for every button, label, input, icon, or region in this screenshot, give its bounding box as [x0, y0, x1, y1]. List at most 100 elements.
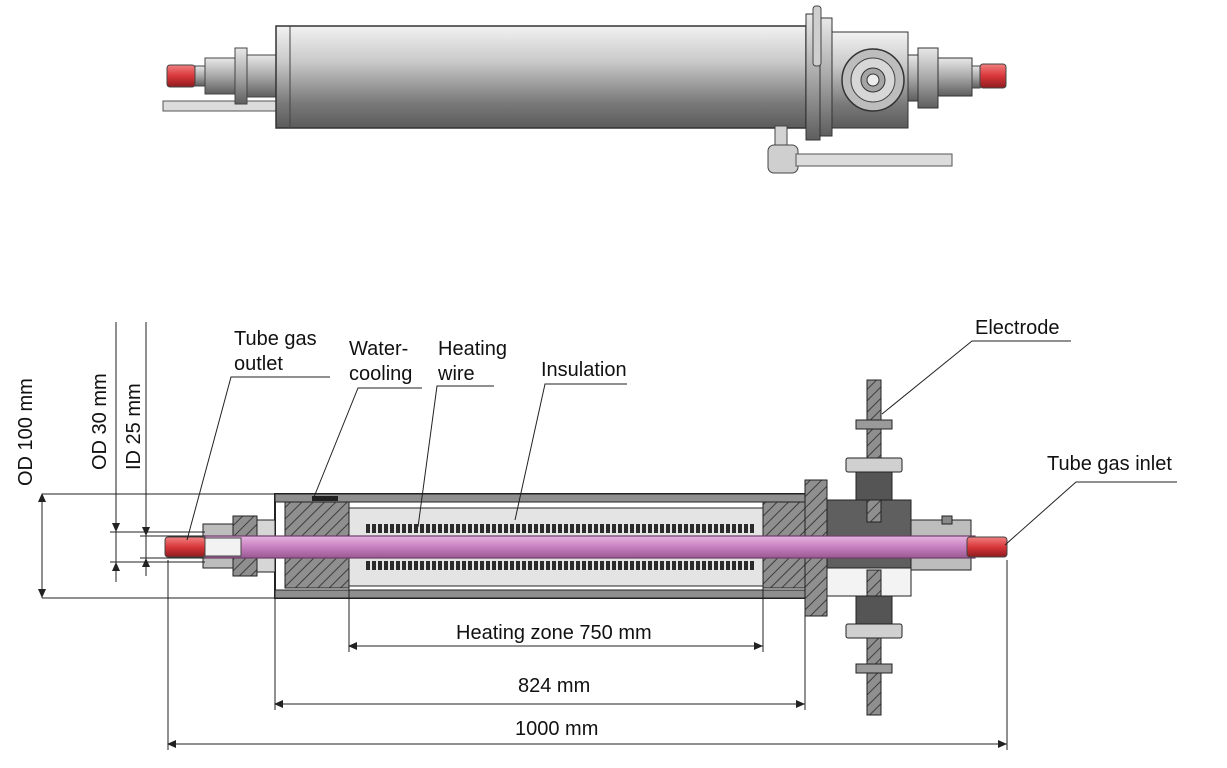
- heating-coil-turn: [528, 524, 532, 533]
- heating-coil-turn: [642, 561, 646, 570]
- heating-coil-turn: [606, 524, 610, 533]
- shell-wall-bottom: [274, 589, 808, 599]
- leader-tube-gas-inlet: [1004, 481, 1177, 546]
- heating-coil-turn: [426, 561, 430, 570]
- lower-electrode-rod: [866, 569, 882, 716]
- right-cap-flange: [917, 47, 939, 109]
- heating-coil-turn: [480, 561, 484, 570]
- heating-coil-turn: [660, 561, 664, 570]
- heating-coil-turn: [720, 561, 724, 570]
- heating-coil-turn: [516, 524, 520, 533]
- shell-wall-top: [274, 493, 808, 503]
- heating-coil-turn: [738, 561, 742, 570]
- heating-coil-turn: [378, 561, 382, 570]
- label-water-cooling-line2: cooling: [349, 363, 412, 385]
- heating-coil-turn: [486, 561, 490, 570]
- heating-coil-turn: [576, 524, 580, 533]
- label-od-100: OD 100 mm: [15, 378, 37, 486]
- heating-coil-turn: [612, 561, 616, 570]
- lower-electrode-insulator: [855, 595, 893, 625]
- heating-coil-turn: [648, 561, 652, 570]
- label-insulation: Insulation: [541, 359, 627, 381]
- heating-coil-turn: [636, 561, 640, 570]
- heating-coil-turn: [432, 524, 436, 533]
- heating-coil-turn: [432, 561, 436, 570]
- heating-coil-turn: [732, 561, 736, 570]
- heating-coil-turn: [702, 524, 706, 533]
- heating-coil-turn: [564, 524, 568, 533]
- heating-coil-turn: [660, 524, 664, 533]
- outlet-red-fitting: [164, 536, 206, 558]
- heating-coil-turn: [588, 524, 592, 533]
- heating-coil-turn: [678, 561, 682, 570]
- heating-coil-turn: [618, 561, 622, 570]
- heating-coil-turn: [654, 524, 658, 533]
- label-1000: 1000 mm: [515, 718, 598, 740]
- top-pin: [812, 5, 822, 67]
- heating-coil-turn: [552, 524, 556, 533]
- heating-coil-turn: [492, 561, 496, 570]
- heating-coil-turn: [576, 561, 580, 570]
- heating-coil-turn: [372, 524, 376, 533]
- label-heating-zone: Heating zone 750 mm: [456, 622, 652, 644]
- left-fitting-nut: [194, 65, 206, 87]
- heating-coil-turn: [522, 561, 526, 570]
- heating-coil-turn: [546, 524, 550, 533]
- heating-coil-turn: [486, 524, 490, 533]
- heating-coil-turn: [624, 561, 628, 570]
- heating-coil-turn: [390, 561, 394, 570]
- leader-insulation: [514, 383, 627, 521]
- heating-coil-turn: [684, 561, 688, 570]
- heating-coil-turn: [744, 524, 748, 533]
- leader-tube-gas-outlet: [186, 376, 330, 541]
- heating-coil-turn: [420, 524, 424, 533]
- dimension-lines: [38, 322, 1008, 750]
- heating-coil-turn: [726, 561, 730, 570]
- heating-coil-turn: [648, 524, 652, 533]
- heating-coil-turn: [384, 524, 388, 533]
- left-red-fitting: [166, 64, 196, 88]
- heating-coil-turn: [366, 524, 370, 533]
- heating-coil-turn: [474, 524, 478, 533]
- label-id-25: ID 25 mm: [123, 383, 145, 470]
- left-end-block: [246, 54, 277, 98]
- heating-coil-turn: [738, 524, 742, 533]
- heating-coil-turn: [504, 524, 508, 533]
- leader-lines: [186, 340, 1177, 546]
- heating-coil-turn: [504, 561, 508, 570]
- heating-coil-turn: [618, 524, 622, 533]
- right-cap-screw: [941, 515, 953, 525]
- water-line: [795, 153, 953, 167]
- heating-coil-turn: [414, 524, 418, 533]
- left-gas-line: [162, 100, 282, 112]
- heating-coil-turn: [438, 561, 442, 570]
- heating-coil-turn: [396, 524, 400, 533]
- heating-coil-turn: [714, 524, 718, 533]
- heating-coil-turn: [546, 561, 550, 570]
- label-tube-gas-inlet: Tube gas inlet: [1047, 453, 1172, 475]
- heating-coil-turn: [594, 561, 598, 570]
- heating-coil-turn: [396, 561, 400, 570]
- heating-coil-turn: [408, 561, 412, 570]
- heating-coil-turn: [600, 524, 604, 533]
- heating-coil-turn: [420, 561, 424, 570]
- heating-coil-turn: [726, 524, 730, 533]
- heating-coil-turn: [714, 561, 718, 570]
- heating-coil-turn: [744, 561, 748, 570]
- heating-coil-turn: [498, 561, 502, 570]
- left-cap: [204, 57, 236, 95]
- heating-coil-turn: [582, 524, 586, 533]
- leader-heating-wire: [417, 385, 494, 528]
- water-jacket-port: [312, 496, 338, 501]
- label-824: 824 mm: [518, 675, 590, 697]
- heating-coil-turn: [708, 524, 712, 533]
- heating-coil-turn: [408, 524, 412, 533]
- upper-electrode-collar: [855, 419, 893, 430]
- heating-coil-turn: [390, 524, 394, 533]
- heating-coil-turn: [492, 524, 496, 533]
- heating-coil-turn: [672, 524, 676, 533]
- heating-coil-turn: [630, 524, 634, 533]
- right-fitting-nut: [971, 65, 981, 89]
- heating-coil-turn: [696, 561, 700, 570]
